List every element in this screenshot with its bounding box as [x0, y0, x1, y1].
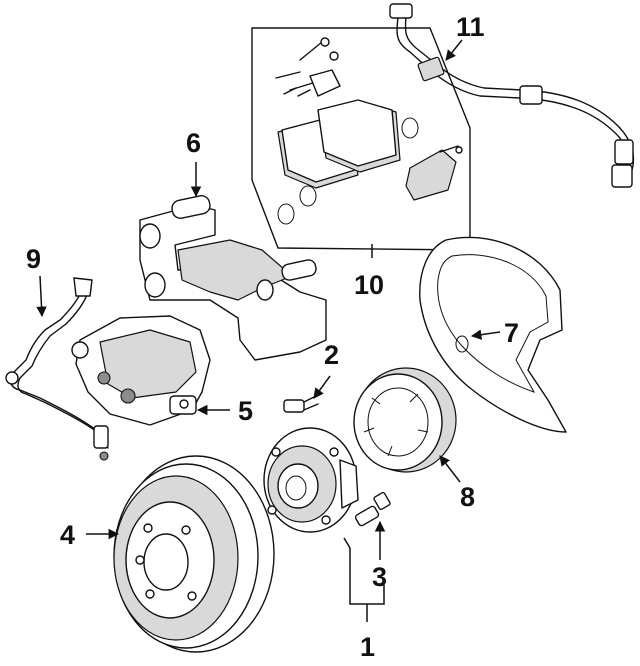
- pad-shims: [277, 117, 463, 225]
- callout-7: 7: [504, 318, 519, 348]
- tone-ring: [353, 367, 457, 473]
- leader-lines: [36, 39, 501, 622]
- callout-10: 10: [354, 270, 384, 300]
- callout-2: 2: [324, 340, 339, 370]
- brake-hose: [389, 3, 635, 188]
- abs-sensor-harness: [5, 277, 109, 461]
- brake-pad-kit: [251, 27, 471, 251]
- caliper-bolt: [283, 395, 319, 413]
- hub-bearing: [263, 427, 359, 533]
- dust-shield: [419, 236, 567, 433]
- brake-caliper: [71, 315, 211, 426]
- callout-4: 4: [60, 520, 75, 550]
- callout-6: 6: [186, 128, 201, 158]
- callout-11: 11: [456, 12, 485, 42]
- brake-rotor: [113, 455, 275, 653]
- callout-1: 1: [360, 632, 375, 662]
- hub-bolt: [354, 491, 391, 527]
- callout-5: 5: [238, 396, 253, 426]
- callout-8: 8: [460, 482, 475, 512]
- callout-9: 9: [26, 244, 41, 274]
- pad-pins: [275, 37, 341, 97]
- callout-3: 3: [372, 562, 387, 592]
- caliper-bracket: [139, 195, 327, 361]
